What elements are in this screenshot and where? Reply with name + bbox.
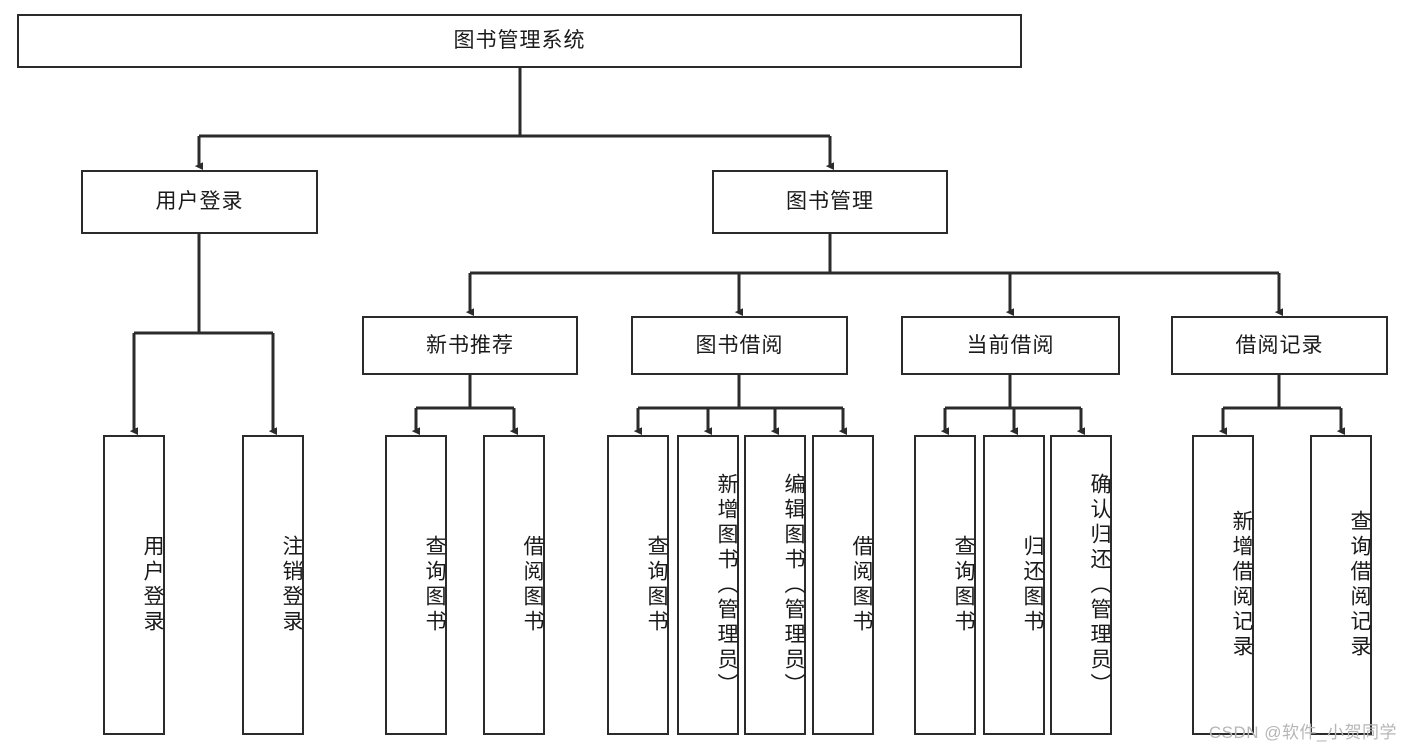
node-book-borrow-label: 图书借阅 [695, 333, 784, 357]
leaf-current-return-book[interactable]: 归还图书 [983, 435, 1045, 735]
node-user-login-label: 用户登录 [155, 190, 244, 214]
node-root-label: 图书管理系统 [453, 29, 586, 53]
node-root[interactable]: 图书管理系统 [17, 14, 1022, 68]
node-borrow-record[interactable]: 借阅记录 [1171, 316, 1388, 375]
node-borrow-record-label: 借阅记录 [1235, 333, 1324, 357]
leaf-recommend-query-book-label: 查询图书 [423, 535, 446, 635]
node-book-management[interactable]: 图书管理 [712, 170, 948, 234]
leaf-current-confirm-return[interactable]: 确认归还（管理员） [1050, 435, 1112, 735]
leaf-recommend-borrow-book-label: 借阅图书 [521, 535, 544, 635]
node-new-book-recommend-label: 新书推荐 [426, 333, 514, 357]
leaf-logout-label: 注销登录 [280, 535, 303, 635]
leaf-current-query-book-label: 查询图书 [952, 535, 975, 635]
leaf-borrow-query-book-label: 查询图书 [645, 535, 668, 635]
leaf-borrow-edit-book-label: 编辑图书（管理员） [782, 472, 805, 698]
leaf-record-add[interactable]: 新增借阅记录 [1192, 435, 1254, 735]
leaf-current-return-book-label: 归还图书 [1021, 535, 1044, 635]
leaf-logout[interactable]: 注销登录 [242, 435, 304, 735]
leaf-user-login-label: 用户登录 [141, 535, 164, 635]
leaf-borrow-add-book[interactable]: 新增图书（管理员） [677, 435, 739, 735]
leaf-borrow-query-book[interactable]: 查询图书 [607, 435, 669, 735]
leaf-borrow-edit-book[interactable]: 编辑图书（管理员） [744, 435, 806, 735]
node-current-borrow[interactable]: 当前借阅 [901, 316, 1120, 375]
leaf-current-query-book[interactable]: 查询图书 [914, 435, 976, 735]
leaf-record-query-label: 查询借阅记录 [1348, 510, 1371, 660]
leaf-user-login[interactable]: 用户登录 [103, 435, 165, 735]
leaf-borrow-lend-book-label: 借阅图书 [850, 535, 873, 635]
leaf-current-confirm-return-label: 确认归还（管理员） [1088, 472, 1111, 698]
node-user-login[interactable]: 用户登录 [81, 170, 318, 234]
node-book-borrow[interactable]: 图书借阅 [631, 316, 848, 375]
node-book-management-label: 图书管理 [786, 190, 874, 214]
node-current-borrow-label: 当前借阅 [966, 333, 1055, 357]
leaf-recommend-query-book[interactable]: 查询图书 [385, 435, 447, 735]
leaf-recommend-borrow-book[interactable]: 借阅图书 [483, 435, 545, 735]
leaf-borrow-add-book-label: 新增图书（管理员） [715, 472, 738, 698]
leaf-record-query[interactable]: 查询借阅记录 [1310, 435, 1372, 735]
leaf-borrow-lend-book[interactable]: 借阅图书 [812, 435, 874, 735]
leaf-record-add-label: 新增借阅记录 [1230, 510, 1253, 660]
node-new-book-recommend[interactable]: 新书推荐 [362, 316, 578, 375]
